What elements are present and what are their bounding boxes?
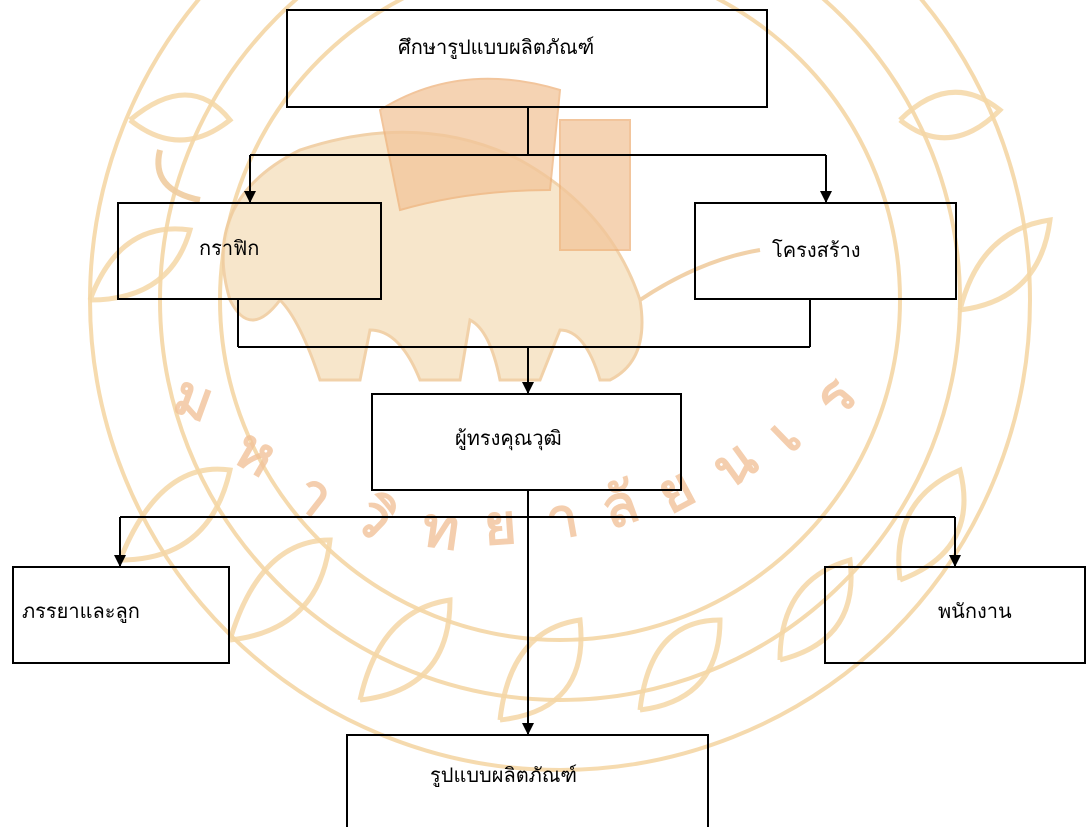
node-study: ศึกษารูปแบบผลิตภัณฑ์ [286, 9, 768, 108]
node-label-study: ศึกษารูปแบบผลิตภัณฑ์ [398, 35, 595, 59]
node-experts: ผู้ทรงคุณวุฒิ [371, 393, 682, 491]
svg-text:ท: ท [418, 494, 464, 564]
node-result: รูปแบบผลิตภัณฑ์ [346, 734, 709, 827]
node-label-experts: ผู้ทรงคุณวุฒิ [455, 426, 562, 450]
elephant-emblem-icon [155, 130, 761, 382]
node-staff: พนักงาน [824, 566, 1086, 664]
node-label-family: ภรรยาและลูก [22, 599, 140, 623]
node-family: ภรรยาและลูก [12, 566, 230, 664]
node-graphic: กราฟิก [117, 202, 382, 300]
node-label-result: รูปแบบผลิตภัณฑ์ [430, 763, 578, 787]
node-label-structure: โครงสร้าง [772, 238, 861, 262]
svg-text:ย: ย [481, 491, 518, 559]
node-structure: โครงสร้าง [694, 202, 957, 300]
node-label-staff: พนักงาน [938, 599, 1012, 623]
node-label-graphic: กราฟิก [199, 236, 260, 260]
